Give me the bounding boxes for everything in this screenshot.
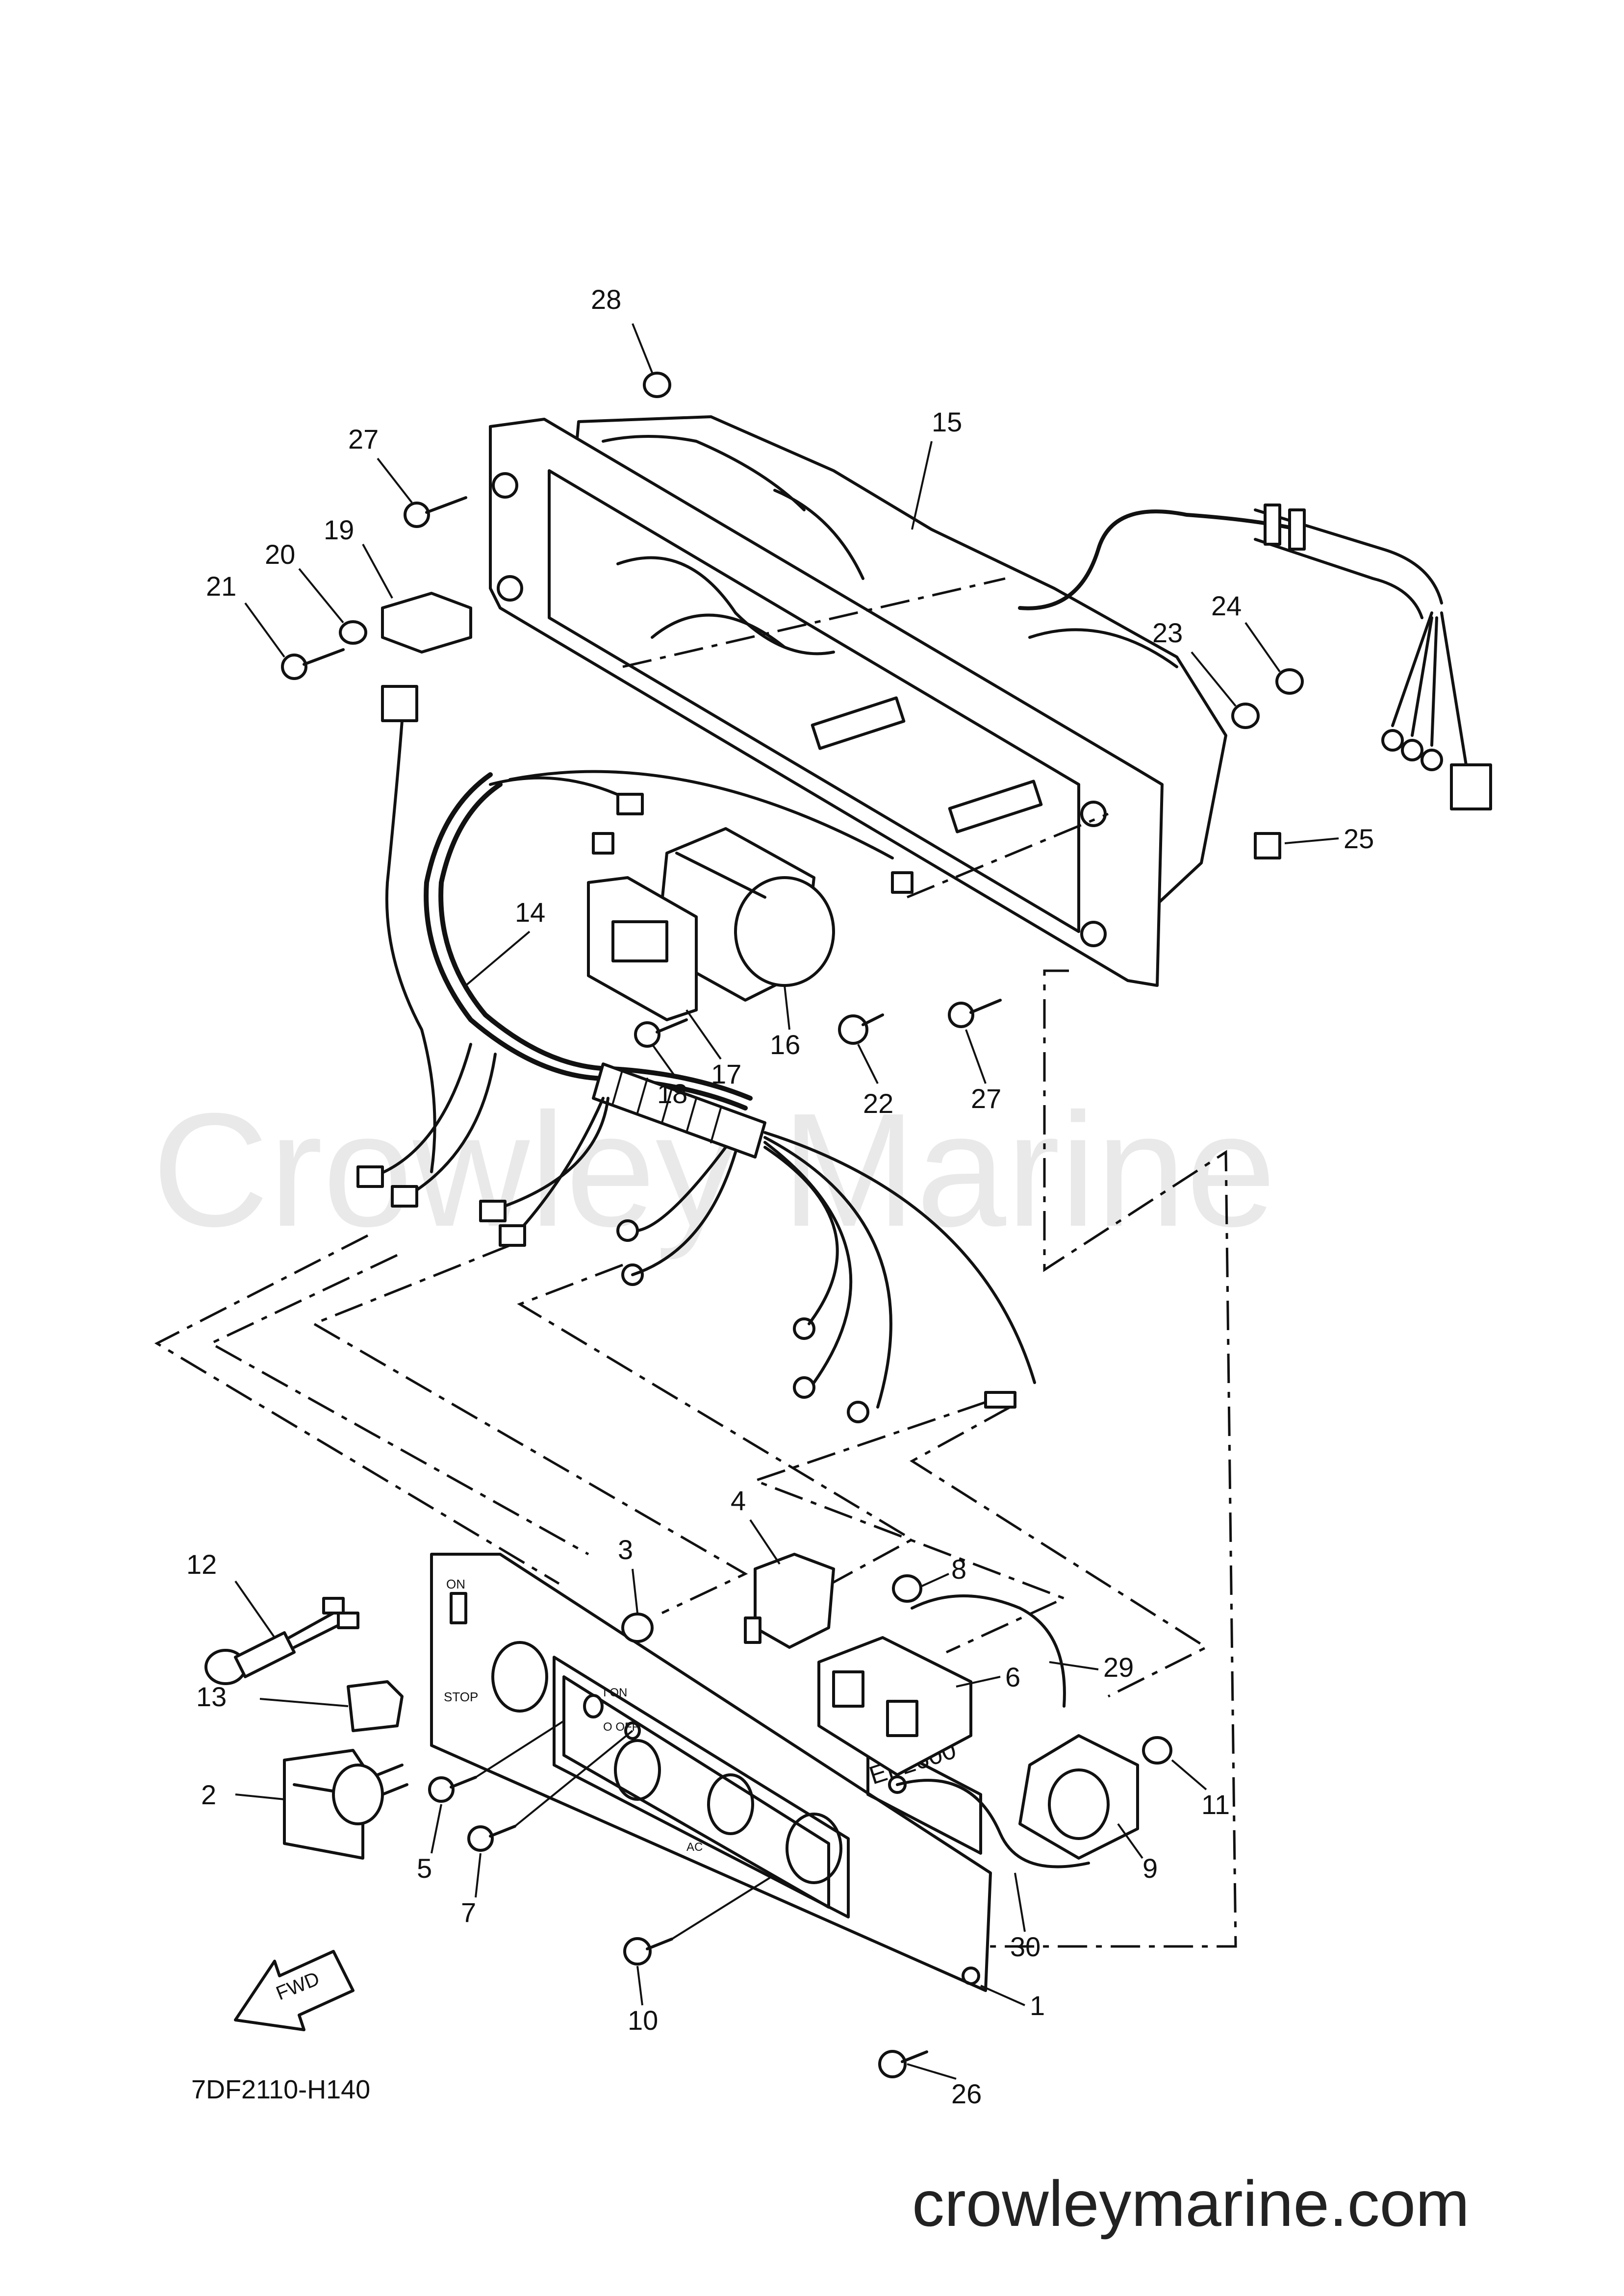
- forward-arrow-icon: FWD: [234, 1950, 355, 2031]
- callout-28: 28: [591, 284, 621, 315]
- callout-22: 22: [863, 1088, 893, 1119]
- wire-harness: [356, 770, 1036, 1423]
- callout-16: 16: [770, 1029, 800, 1060]
- oil-warning-lamp-2: [283, 1749, 408, 1860]
- callout-10: 10: [628, 2005, 658, 2036]
- callouts: 28 15 27 19 20 21 24 23 25 14 16 17 18 2…: [186, 284, 1374, 2109]
- capacitor-bracket: [587, 876, 698, 1021]
- assembly-lines: [154, 577, 1237, 1948]
- screw-5: [428, 1776, 477, 1803]
- callout-7: 7: [461, 1897, 476, 1928]
- label-25: [1254, 832, 1281, 859]
- callout-18: 18: [657, 1078, 687, 1109]
- callout-21: 21: [206, 571, 236, 602]
- callout-3: 3: [618, 1534, 633, 1565]
- breaker-4: [744, 1553, 835, 1649]
- panel-stop-label: STOP: [444, 1690, 478, 1704]
- footer-url: crowleymarine.com: [912, 2168, 1470, 2240]
- screw-27-top: [404, 496, 467, 528]
- callout-25: 25: [1344, 823, 1374, 854]
- nut-28: [643, 372, 671, 398]
- key-switch-12: [204, 1597, 359, 1685]
- callout-24: 24: [1211, 590, 1242, 621]
- receptacle-6: [817, 1594, 1066, 1776]
- harness-sleeve: [592, 1062, 766, 1159]
- callout-27-mid: 27: [971, 1083, 1001, 1114]
- drawing-code: 7DF2110-H140: [191, 2075, 370, 2104]
- screw-27-mid: [948, 999, 1002, 1028]
- control-box-housing: [489, 415, 1227, 987]
- callout-5: 5: [417, 1853, 432, 1884]
- callout-14: 14: [515, 897, 545, 928]
- callout-13: 13: [196, 1681, 227, 1712]
- nut-8: [892, 1574, 922, 1603]
- nut-23: [1231, 703, 1260, 729]
- callout-29: 29: [1103, 1652, 1134, 1683]
- panel-on-label: ON: [446, 1577, 465, 1591]
- nut-3: [621, 1613, 654, 1643]
- screw-18: [634, 1018, 688, 1048]
- callout-27-top: 27: [348, 424, 379, 454]
- callout-4: 4: [731, 1485, 746, 1516]
- washer-20: [339, 620, 367, 645]
- receptacle-9: [888, 1734, 1139, 1868]
- screw-21: [281, 648, 345, 680]
- nut-11: [1142, 1736, 1172, 1765]
- callout-12: 12: [186, 1549, 217, 1580]
- front-panel: ON STOP I ON O OFF AC EF2600: [430, 1553, 992, 1992]
- panel-ac-label: AC: [686, 1841, 703, 1854]
- callout-2: 2: [201, 1779, 216, 1810]
- screw-7: [467, 1825, 516, 1852]
- callout-1: 1: [1030, 1990, 1045, 2021]
- screw-26: [878, 2050, 928, 2078]
- callout-17: 17: [711, 1059, 741, 1089]
- callout-11: 11: [1201, 1789, 1230, 1820]
- callout-23: 23: [1152, 617, 1183, 648]
- callout-20: 20: [265, 539, 295, 570]
- callout-8: 8: [951, 1554, 966, 1585]
- callout-15: 15: [932, 406, 962, 437]
- screw-10: [623, 1937, 673, 1966]
- switch-13: [347, 1680, 404, 1732]
- panel-ac-off-label: O OFF: [603, 1720, 639, 1734]
- harness-cable-right: [1018, 504, 1492, 810]
- panel-ac-on-label: I ON: [603, 1686, 627, 1699]
- terminal-cover: [381, 592, 472, 1173]
- screw-22: [838, 1013, 884, 1045]
- callout-9: 9: [1142, 1853, 1158, 1884]
- callout-26: 26: [951, 2078, 982, 2109]
- callout-30: 30: [1010, 1931, 1040, 1962]
- nut-24: [1275, 668, 1304, 695]
- callout-6: 6: [1005, 1662, 1020, 1692]
- callout-19: 19: [324, 514, 354, 545]
